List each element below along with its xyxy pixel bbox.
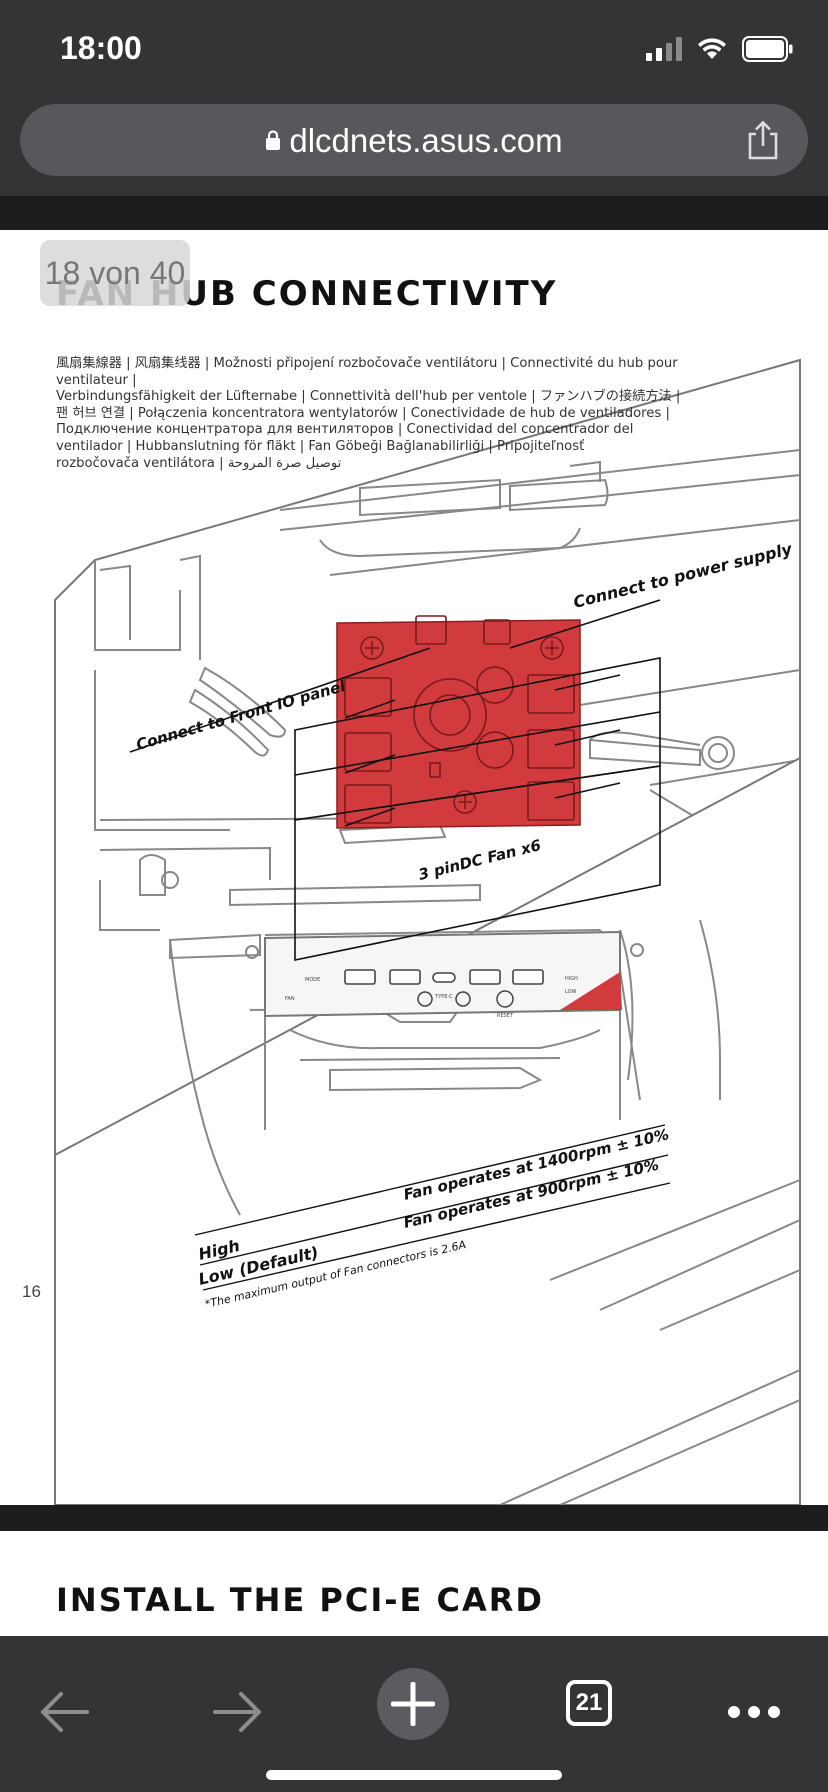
translation-line: 팬 허브 연결 | Połączenia koncentratora wenty… — [56, 405, 670, 421]
tabs-button[interactable]: 21 — [566, 1680, 612, 1726]
title-translations: 風扇集線器 | 风扇集线器 | Možnosti připojení rozbo… — [56, 356, 736, 472]
translation-line: Verbindungsfähigkeit der Lüfternabe | Co… — [56, 389, 681, 405]
address-bar[interactable]: dlcdnets.asus.com — [20, 104, 808, 176]
io-label-mode: MODE — [305, 977, 320, 983]
share-icon[interactable] — [746, 120, 780, 160]
home-indicator[interactable] — [266, 1770, 562, 1780]
cellular-signal-icon — [646, 37, 682, 61]
url-display[interactable]: dlcdnets.asus.com — [20, 122, 808, 160]
pdf-viewer[interactable]: 18 von 40 — [0, 196, 828, 1636]
translation-line: Подключение концентратора для вентилятор… — [56, 422, 634, 438]
new-tab-button[interactable] — [377, 1668, 449, 1740]
fan-hub-diagram: TYPE-C RESET MODE FAN HIGH LOW — [54, 358, 801, 1505]
browser-address-region: dlcdnets.asus.com — [0, 96, 828, 196]
more-options-button[interactable] — [718, 1676, 790, 1748]
page-separator — [0, 196, 828, 230]
pdf-page[interactable]: 18 von 40 — [0, 230, 828, 1505]
url-text: dlcdnets.asus.com — [289, 122, 563, 159]
back-button[interactable] — [28, 1676, 100, 1748]
lock-icon — [266, 130, 281, 151]
page-number: 16 — [22, 1282, 41, 1301]
translation-line: rozbočovača ventilátora | توصيل صرة المر… — [56, 455, 342, 471]
plus-icon — [391, 1682, 435, 1726]
io-label-low: LOW — [565, 989, 577, 995]
more-dots-icon — [728, 1706, 780, 1718]
io-label-high: HIGH — [565, 976, 578, 982]
pdf-page-next[interactable]: INSTALL THE PCI-E CARD — [0, 1531, 828, 1636]
fan-hub-board — [336, 615, 581, 829]
status-icons — [646, 36, 794, 62]
arrow-left-icon — [41, 1692, 89, 1732]
wifi-icon — [698, 38, 726, 59]
status-time: 18:00 — [60, 30, 142, 66]
forward-button[interactable] — [202, 1676, 274, 1748]
battery-icon — [742, 36, 793, 62]
io-label-reset: RESET — [497, 1013, 514, 1019]
translation-line: 風扇集線器 | 风扇集线器 | Možnosti připojení rozbo… — [56, 356, 678, 388]
status-bar: 18:00 — [0, 0, 828, 96]
arrow-right-icon — [213, 1692, 261, 1732]
page-separator — [0, 1505, 828, 1531]
io-label-type-c: TYPE-C — [434, 994, 453, 1000]
next-section-title: INSTALL THE PCI-E CARD — [56, 1581, 544, 1619]
translation-line: ventilador | Hubbanslutning för fläkt | … — [56, 438, 585, 454]
fan-button-highlight — [560, 972, 622, 1010]
page-counter: 18 von 40 — [40, 240, 190, 306]
browser-toolbar: 21 — [0, 1636, 828, 1792]
io-label-fan: FAN — [285, 996, 295, 1002]
